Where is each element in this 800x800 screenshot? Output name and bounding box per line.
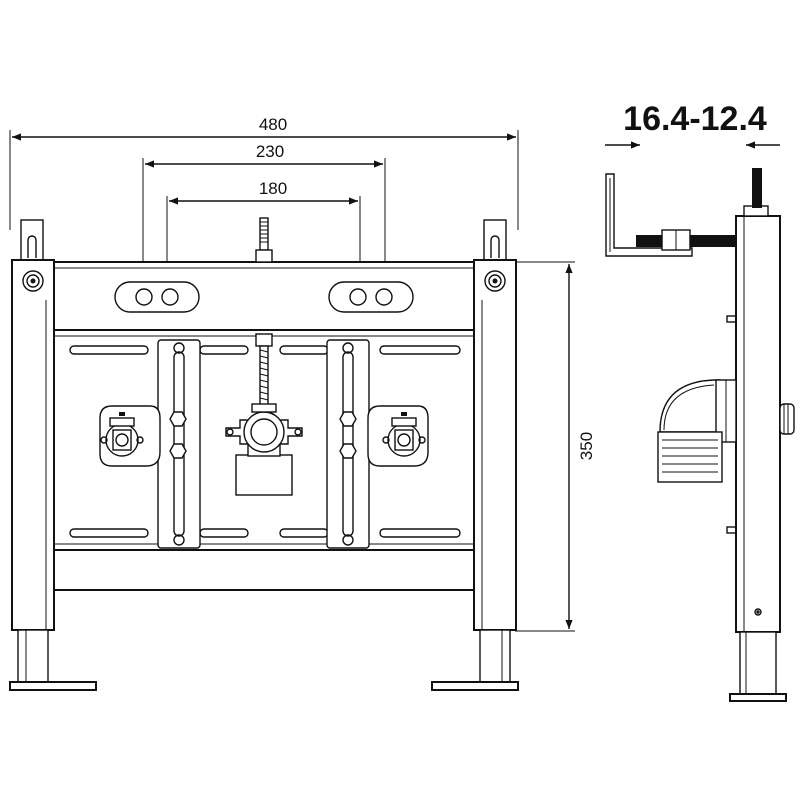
wall-depth-label: 16.4-12.4 (623, 100, 767, 138)
dimension-outer-hole-spacing: 230 (142, 142, 386, 290)
dimension-height: 350 (515, 261, 596, 632)
dimension-label-350: 350 (577, 432, 596, 460)
side-post (726, 168, 795, 633)
dimension-label-180: 180 (259, 179, 287, 198)
side-view: 16.4-12.4 (605, 100, 795, 702)
left-post (11, 259, 55, 631)
left-leg (9, 629, 97, 691)
front-view: 480 230 180 350 (9, 115, 596, 691)
right-post (473, 259, 517, 631)
drain-elbow (657, 379, 737, 483)
top-rail (53, 217, 475, 331)
left-hanger-bracket (20, 219, 44, 263)
center-drain-support (225, 333, 303, 496)
wall-depth-dimension: 16.4-12.4 (605, 100, 780, 149)
right-hole-slot (328, 281, 414, 313)
right-water-connector (339, 405, 429, 467)
dimension-label-480: 480 (259, 115, 287, 134)
dimension-label-230: 230 (256, 142, 284, 161)
bottom-rail (53, 549, 475, 591)
dimension-overall-width: 480 (9, 115, 519, 230)
right-leg (431, 629, 519, 691)
adjustment-rod (636, 229, 736, 251)
left-water-connector (99, 405, 187, 467)
side-leg (729, 631, 787, 702)
left-hole-slot (114, 281, 200, 313)
right-hanger-bracket (483, 219, 507, 263)
wall-bracket (605, 173, 693, 257)
